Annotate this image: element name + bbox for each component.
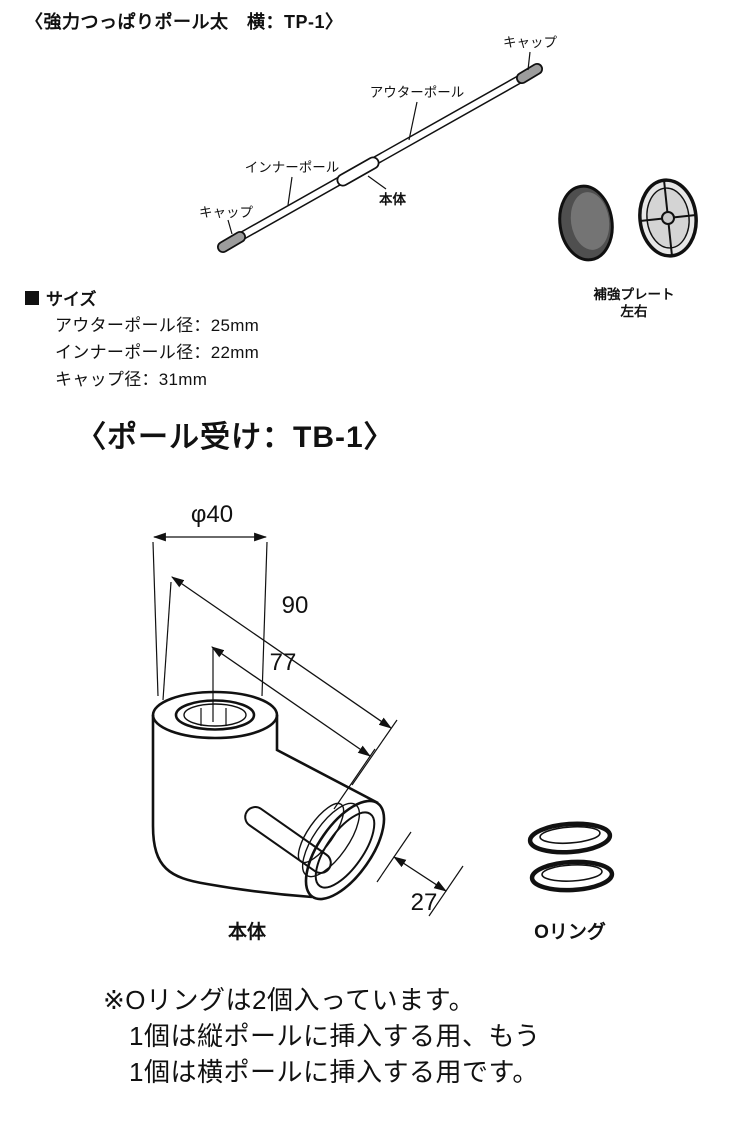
tb1-section-title: 〈ポール受け：TB-1〉 [76, 421, 395, 454]
plate-left-face [570, 192, 610, 250]
dim-inner-length: 77 [270, 649, 297, 676]
socket-bore [301, 802, 361, 878]
plate-label-line1: 補強プレート [593, 286, 675, 302]
square-bullet-icon [25, 290, 39, 305]
label-pointer-lines [227, 51, 531, 235]
dim-top-diameter: φ40 [191, 501, 233, 528]
socket-outer-face [304, 799, 386, 901]
o-ring-bottom-inner [541, 864, 603, 882]
size-item-inner-pole: インナーポール径：22mm [55, 343, 260, 362]
size-heading-label: サイズ [46, 290, 97, 309]
cap-bottom-label: キャップ [199, 205, 253, 220]
size-spec-list: アウターポール径：25mm インナーポール径：22mm キャップ径：31mm [55, 312, 259, 393]
cap-bottom-fill [218, 232, 245, 252]
tp1-product-title: 〈強力つっぱりポール太 横：TP-1〉 [25, 12, 344, 32]
front-slot [244, 806, 332, 874]
plate-right-hub [661, 211, 675, 225]
oring-label: Oリング [534, 920, 606, 943]
cap-top-label: キャップ [503, 35, 557, 50]
pole-body-label: 本体 [379, 191, 406, 207]
top-bore [183, 703, 247, 727]
tp1-pole-diagram: キャップ アウターポール インナーポール 本体 キャップ 補強プレート 左右 [199, 35, 698, 319]
outer-pole-label: アウターポール [370, 85, 465, 100]
plate-label-line2: 左右 [620, 303, 648, 319]
dim-line-77 [211, 646, 371, 757]
note-line-3: 1個は横ポールに挿入する用です。 [129, 1057, 539, 1087]
dim-overall-length: 90 [282, 592, 309, 619]
holder-body-label: 本体 [228, 920, 267, 943]
size-item-outer-pole: アウターポール径：25mm [55, 316, 260, 335]
note-line-1: ※Oリングは2個入っています。 [103, 985, 476, 1015]
reinforcement-plate-solid [558, 184, 614, 262]
dimension-lines [152, 532, 447, 892]
pole-joint-fill [338, 158, 378, 185]
top-opening-inner [174, 699, 256, 731]
pole-fill [230, 71, 532, 244]
inner-pole-label: インナーポール [245, 160, 340, 175]
dim-socket-depth: 27 [411, 889, 438, 916]
size-item-cap: キャップ径：31mm [55, 370, 208, 389]
tension-pole-drawing [217, 63, 543, 253]
o-ring-top-inner [539, 825, 601, 845]
pole-holder-body [151, 647, 386, 901]
holder-right-contour [275, 715, 379, 805]
socket-inner-rim [314, 811, 376, 889]
size-section-heading: サイズ [25, 285, 97, 310]
note-line-2: 1個は縦ポールに挿入する用、もう [129, 1021, 541, 1051]
oring-note: ※Oリングは2個入っています。 1個は縦ポールに挿入する用、もう 1個は横ポール… [103, 982, 541, 1090]
o-ring-top [527, 821, 613, 855]
tb1-technical-drawing: φ40 90 77 27 本体 Oリング [151, 501, 615, 943]
o-ring-bottom [529, 859, 615, 893]
holder-left-contour [151, 715, 313, 899]
dim-line-27 [393, 856, 447, 892]
top-opening-outer [151, 690, 279, 740]
o-rings [527, 821, 615, 893]
cap-top-fill [517, 64, 542, 83]
reinforcement-plate-spoked [638, 178, 698, 258]
